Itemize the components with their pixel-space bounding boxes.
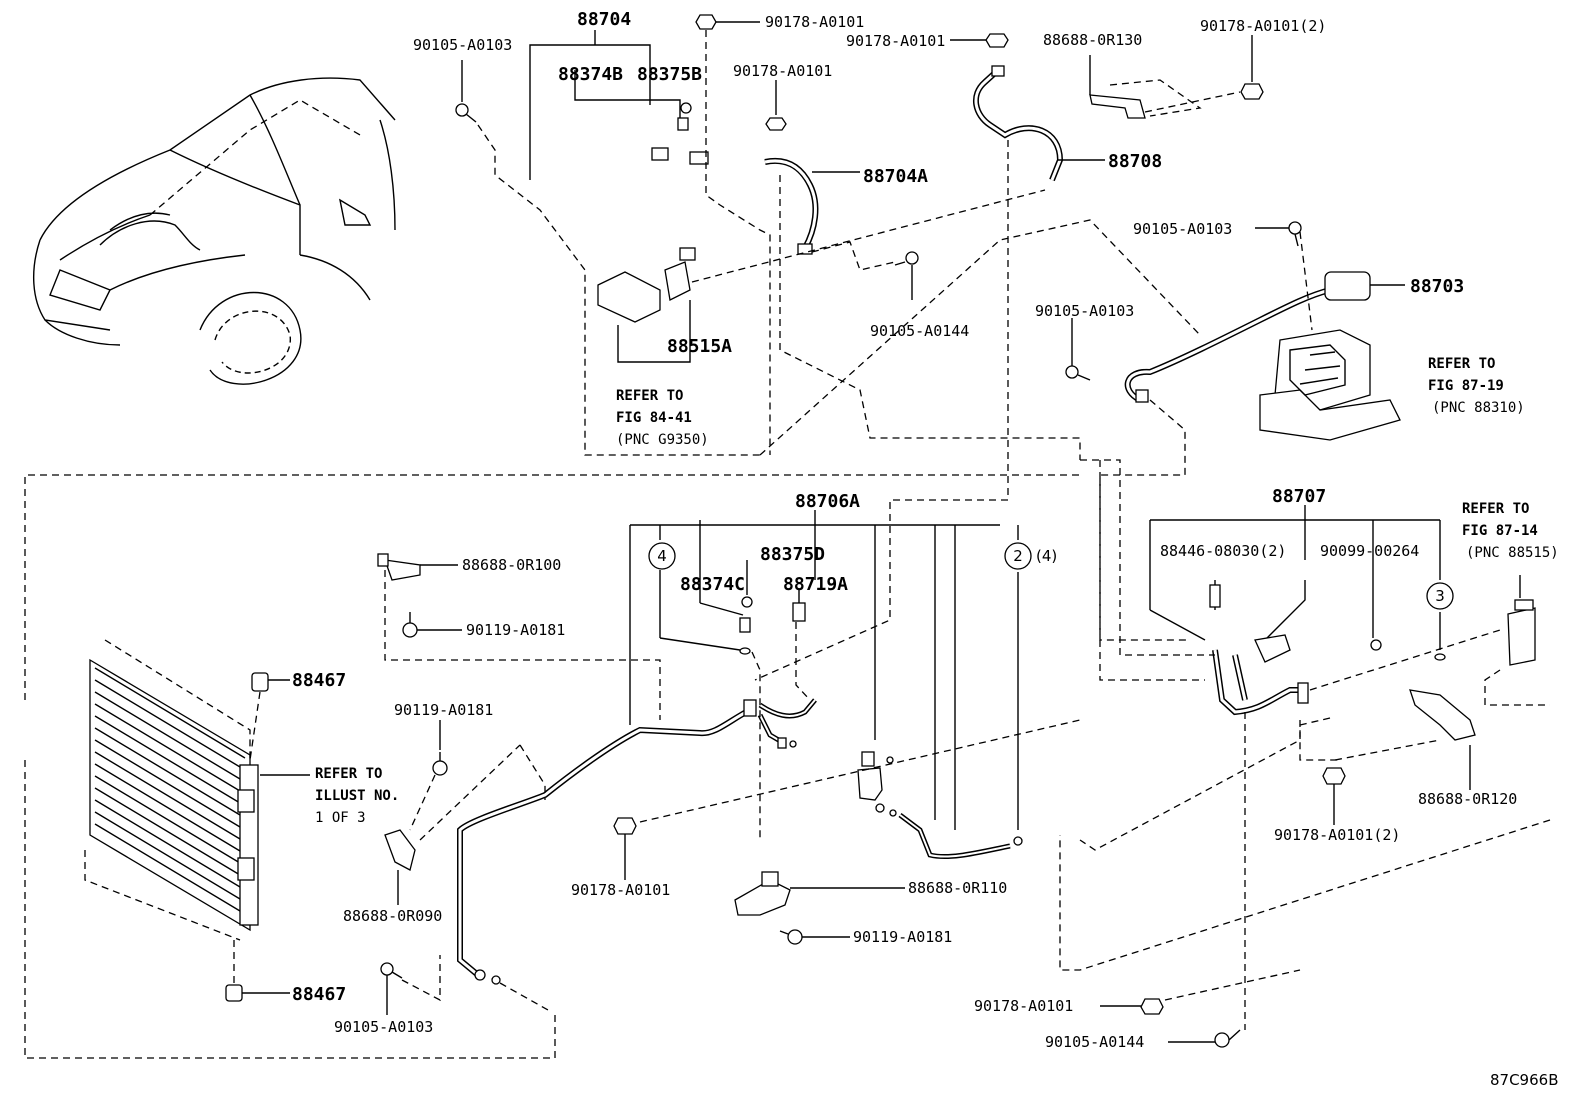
- circle-ref-4: 4: [648, 542, 676, 570]
- condenser: [89, 658, 259, 932]
- valve-block-center: [857, 751, 897, 817]
- bracket-88688-0R130: [1089, 94, 1146, 119]
- label-90119-a0181-left: 90119-A0181: [466, 621, 565, 639]
- bolt-90105-a0103-right-top: [1288, 221, 1302, 247]
- compressor-assembly: [1259, 329, 1401, 441]
- refer-fig8719-line3: (PNC 88310): [1432, 400, 1525, 416]
- label-90178-a0101-center: 90178-A0101: [846, 32, 945, 50]
- label-88515A: 88515A: [667, 336, 732, 357]
- sensor-88515A: [597, 247, 696, 323]
- label-90178-a0101-bottom: 90178-A0101: [974, 997, 1073, 1015]
- label-88375D: 88375D: [760, 544, 825, 565]
- label-88688-0R090: 88688-0R090: [343, 907, 442, 925]
- refer-fig8714-line1: REFER TO: [1462, 501, 1529, 517]
- label-88688-0R110: 88688-0R110: [908, 879, 1007, 897]
- diagram-code: 87C966B: [1490, 1071, 1558, 1089]
- label-88446-08030: 88446-08030(2): [1160, 542, 1286, 560]
- label-88688-0R130: 88688-0R130: [1043, 31, 1142, 49]
- label-90105-a0103-right-mid: 90105-A0103: [1035, 302, 1134, 320]
- pipe-88708: [973, 65, 1064, 182]
- refer-fig8714-line3: (PNC 88515): [1466, 545, 1559, 561]
- refer-illust-line1: REFER TO: [315, 766, 382, 782]
- circle-ref-2: 2: [1004, 542, 1032, 570]
- svg-text:4: 4: [657, 547, 667, 565]
- bolt-90119-a0181-left: [402, 612, 418, 638]
- bolt-90119-a0181-lower: [779, 929, 803, 945]
- circle-2-qty: (4): [1036, 547, 1057, 565]
- refer-fig84-line1: REFER TO: [616, 388, 683, 404]
- label-90119-a0181-lower: 90119-A0181: [853, 928, 952, 946]
- switch-88719A: [792, 590, 806, 622]
- label-88374C: 88374C: [680, 574, 745, 595]
- label-88703: 88703: [1410, 276, 1464, 297]
- bracket-88688-0R100: [377, 553, 421, 581]
- refer-illust-line2: ILLUST NO.: [315, 788, 399, 804]
- label-90178-a0101-mid: 90178-A0101: [733, 62, 832, 80]
- label-88708: 88708: [1108, 151, 1162, 172]
- label-88704A: 88704A: [863, 166, 928, 187]
- pipe-88707: [1209, 584, 1309, 716]
- circle-ref-3: 3: [1426, 582, 1454, 610]
- refer-fig8719-line2: FIG 87-19: [1428, 378, 1504, 394]
- vehicle-illustration: [32, 77, 396, 385]
- label-90178-a0101-2-lower: 90178-A0101(2): [1274, 826, 1400, 844]
- hose-88704A: [764, 158, 819, 255]
- label-90105-a0103-right-top: 90105-A0103: [1133, 220, 1232, 238]
- bracket-88688-0R090: [384, 829, 416, 871]
- bolt-90105-a0144-bottom: [1214, 1029, 1241, 1048]
- svg-text:2: 2: [1013, 547, 1023, 565]
- pipe-88706A: [457, 699, 757, 978]
- refer-fig8714-line2: FIG 87-14: [1462, 523, 1538, 539]
- label-88467-bottom: 88467: [292, 984, 346, 1005]
- bolt-90105-a0103-bottom: [380, 962, 403, 979]
- bracket-88688-0R120: [1409, 689, 1476, 741]
- sensor-88515-right: [1507, 599, 1536, 666]
- bolt-90119-a0181-mid: [432, 752, 448, 776]
- label-90099-00264: 90099-00264: [1320, 542, 1419, 560]
- bolt-90105-a0103-right-mid: [1065, 365, 1091, 381]
- label-90105-a0144: 90105-A0144: [870, 322, 969, 340]
- label-90178-a0101-2-top: 90178-A0101(2): [1200, 17, 1326, 35]
- label-90119-a0181-mid: 90119-A0181: [394, 701, 493, 719]
- label-88688-0R120: 88688-0R120: [1418, 790, 1517, 808]
- label-90178-a0101-lower: 90178-A0101: [571, 881, 670, 899]
- hose-88704: [506, 102, 709, 222]
- label-90105-a0103-top: 90105-A0103: [413, 36, 512, 54]
- refer-fig84-line2: FIG 84-41: [616, 410, 692, 426]
- label-88704: 88704: [577, 9, 631, 30]
- label-88719A: 88719A: [783, 574, 848, 595]
- label-88374B: 88374B: [558, 64, 623, 85]
- bolt-90105-a0144: [894, 251, 919, 266]
- refer-fig84-line3: (PNC G9350): [616, 432, 709, 448]
- label-90178-a0101-top: 90178-A0101: [765, 13, 864, 31]
- svg-text:3: 3: [1435, 587, 1445, 605]
- label-88706A: 88706A: [795, 491, 860, 512]
- refer-fig8719-line1: REFER TO: [1428, 356, 1495, 372]
- label-88707: 88707: [1272, 486, 1326, 507]
- refer-illust-line3: 1 OF 3: [315, 810, 366, 826]
- bolt-90105-a0103-top: [455, 103, 477, 123]
- nut-90178-top: [695, 14, 717, 30]
- bracket-88688-0R110: [734, 871, 791, 916]
- label-88467-top: 88467: [292, 670, 346, 691]
- hose-88703: [1124, 271, 1371, 403]
- label-88688-0R100: 88688-0R100: [462, 556, 561, 574]
- label-88375B: 88375B: [637, 64, 702, 85]
- label-90105-a0144-bottom: 90105-A0144: [1045, 1033, 1144, 1051]
- label-90105-a0103-bottom: 90105-A0103: [334, 1018, 433, 1036]
